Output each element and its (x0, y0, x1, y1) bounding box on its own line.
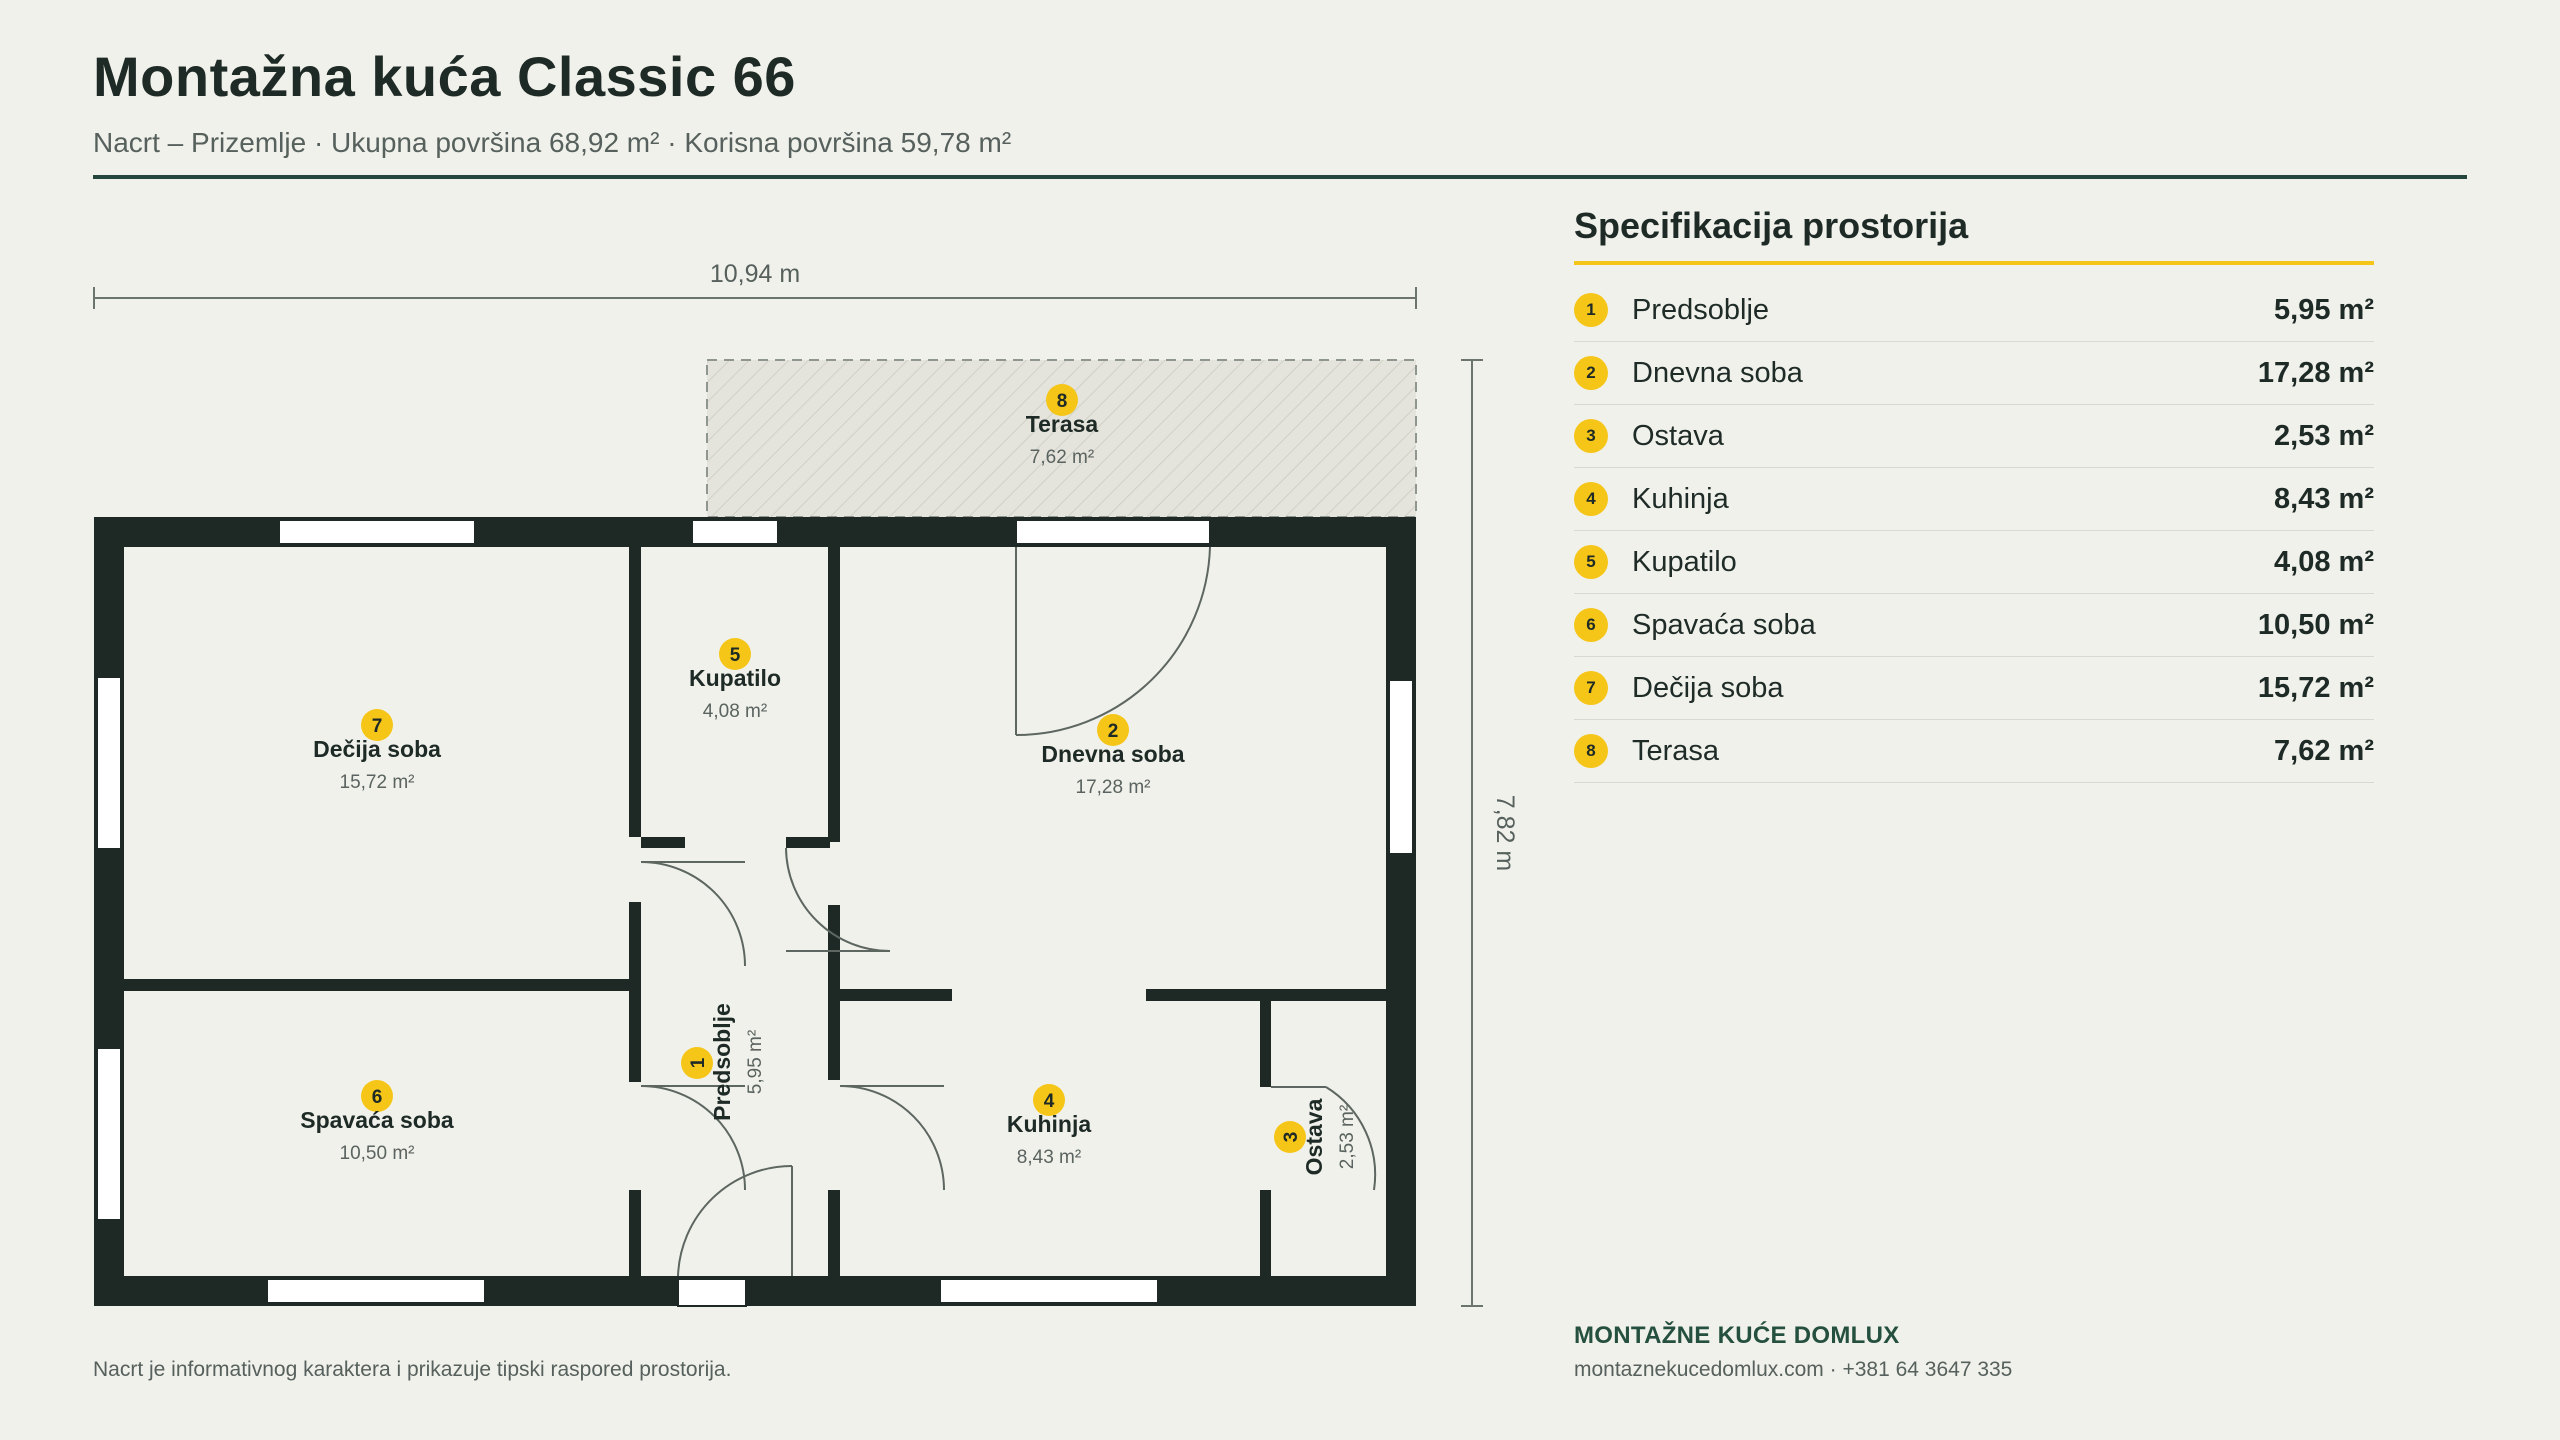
room-number: 7 (372, 716, 383, 737)
room-number-badge: 7 (361, 709, 393, 741)
room-number-badge: 4 (1033, 1084, 1065, 1116)
spec-room-name: Kupatilo (1632, 545, 1737, 578)
room-area: 2,53 m² (1337, 1105, 1358, 1169)
spec-number-badge: 5 (1574, 545, 1608, 579)
room-label-decija-soba: Dečija soba 15,72 m² (313, 736, 441, 793)
spec-room-area: 10,50 m² (2257, 608, 2374, 641)
room-name: Dečija soba (313, 736, 441, 762)
room-label-ostava: Ostava 2,53 m² (1301, 1098, 1358, 1175)
terrace-area (706, 359, 1417, 518)
spec-title: Specifikacija prostorija (1574, 205, 2374, 265)
spec-room-area: 2,53 m² (2274, 419, 2374, 452)
height-dimension: 7,82 m (1461, 359, 1519, 1307)
room-number: 6 (372, 1087, 383, 1108)
spec-number-badge: 6 (1574, 608, 1608, 642)
room-number-badge: 2 (1097, 714, 1129, 746)
spec-room-name: Predsoblje (1632, 293, 1770, 326)
room-label-dnevna-soba: Dnevna soba 17,28 m² (1041, 741, 1184, 798)
room-number-badge: 3 (1274, 1121, 1306, 1153)
spec-row-kupatilo: 5 Kupatilo 4,08 m² (1574, 531, 2374, 594)
exterior-walls (94, 517, 1416, 1306)
header-divider (93, 175, 2467, 179)
room-name: Predsoblje (709, 1003, 735, 1121)
spec-number-badge: 4 (1574, 482, 1608, 516)
room-name: Kuhinja (1007, 1111, 1092, 1137)
spec-room-area: 8,43 m² (2274, 482, 2374, 515)
room-label-spavaca-soba: Spavaća soba 10,50 m² (300, 1107, 454, 1164)
windows (96, 519, 1414, 1307)
room-label-kupatilo: Kupatilo 4,08 m² (689, 665, 781, 722)
room-area: 4,08 m² (703, 701, 767, 722)
spec-room-area: 5,95 m² (2274, 293, 2374, 326)
room-number-badge: 8 (1046, 384, 1078, 416)
spec-room-name: Spavaća soba (1632, 608, 1816, 641)
room-name: Terasa (1026, 411, 1099, 437)
room-name: Dnevna soba (1041, 741, 1184, 767)
room-label-terasa: Terasa 7,62 m² (1026, 411, 1099, 468)
spec-room-area: 15,72 m² (2257, 671, 2374, 704)
interior-walls (124, 547, 1386, 1276)
room-name: Spavaća soba (300, 1107, 454, 1133)
spec-room-name: Dečija soba (1632, 671, 1784, 704)
disclaimer-note: Nacrt je informativnog karaktera i prika… (93, 1358, 732, 1381)
room-specification: Specifikacija prostorija 1 Predsoblje 5,… (1574, 205, 2374, 783)
room-number-badge: 5 (719, 638, 751, 670)
spec-row-dnevna-soba: 2 Dnevna soba 17,28 m² (1574, 342, 2374, 405)
room-area: 15,72 m² (340, 772, 415, 793)
height-label: 7,82 m (1491, 795, 1519, 871)
header: Montažna kuća Classic 66 Nacrt – Prizeml… (93, 44, 2467, 159)
spec-row-decija-soba: 7 Dečija soba 15,72 m² (1574, 657, 2374, 720)
spec-room-name: Ostava (1632, 419, 1724, 452)
spec-number-badge: 7 (1574, 671, 1608, 705)
brand-name: MONTAŽNE KUĆE DOMLUX (1574, 1322, 1900, 1349)
room-area: 17,28 m² (1076, 777, 1151, 798)
spec-number-badge: 1 (1574, 293, 1608, 327)
doors (640, 546, 1377, 1277)
room-number-badge: 6 (361, 1080, 393, 1112)
spec-row-terasa: 8 Terasa 7,62 m² (1574, 720, 2374, 783)
room-name: Kupatilo (689, 665, 781, 691)
spec-room-name: Terasa (1632, 734, 1720, 767)
room-area: 10,50 m² (340, 1143, 415, 1164)
spec-room-area: 4,08 m² (2274, 545, 2374, 578)
spec-row-predsoblje: 1 Predsoblje 5,95 m² (1574, 279, 2374, 342)
spec-room-name: Kuhinja (1632, 482, 1729, 515)
spec-room-area: 7,62 m² (2274, 734, 2374, 767)
room-area: 8,43 m² (1017, 1147, 1081, 1168)
spec-room-area: 17,28 m² (2257, 356, 2374, 389)
spec-number-badge: 8 (1574, 734, 1608, 768)
spec-list: 1 Predsoblje 5,95 m² 2 Dnevna soba 17,28… (1574, 279, 2374, 783)
room-number: 8 (1057, 391, 1068, 412)
room-name: Ostava (1301, 1098, 1327, 1175)
room-number: 2 (1108, 721, 1119, 742)
spec-number-badge: 2 (1574, 356, 1608, 390)
width-label: 10,94 m (710, 260, 800, 288)
contact-info: montaznekucedomlux.com · +381 64 3647 33… (1574, 1358, 2013, 1381)
room-number: 3 (1281, 1132, 1302, 1143)
floor-plan: 10,94 m 7,82 m (93, 260, 1519, 1307)
room-area: 5,95 m² (745, 1030, 766, 1094)
spec-row-kuhinja: 4 Kuhinja 8,43 m² (1574, 468, 2374, 531)
room-number: 5 (730, 645, 741, 666)
room-label-kuhinja: Kuhinja 8,43 m² (1007, 1111, 1092, 1168)
room-label-predsoblje: Predsoblje 5,95 m² (709, 1003, 766, 1121)
room-number-badge: 1 (681, 1047, 713, 1079)
room-area: 7,62 m² (1030, 447, 1094, 468)
width-dimension: 10,94 m (93, 260, 1417, 309)
room-number: 4 (1044, 1091, 1055, 1112)
spec-number-badge: 3 (1574, 419, 1608, 453)
page-title: Montažna kuća Classic 66 (93, 45, 796, 108)
spec-row-spavaca-soba: 6 Spavaća soba 10,50 m² (1574, 594, 2374, 657)
page-subtitle: Nacrt – Prizemlje · Ukupna površina 68,9… (93, 127, 1012, 158)
spec-room-name: Dnevna soba (1632, 356, 1803, 389)
spec-row-ostava: 3 Ostava 2,53 m² (1574, 405, 2374, 468)
room-number: 1 (688, 1057, 709, 1068)
